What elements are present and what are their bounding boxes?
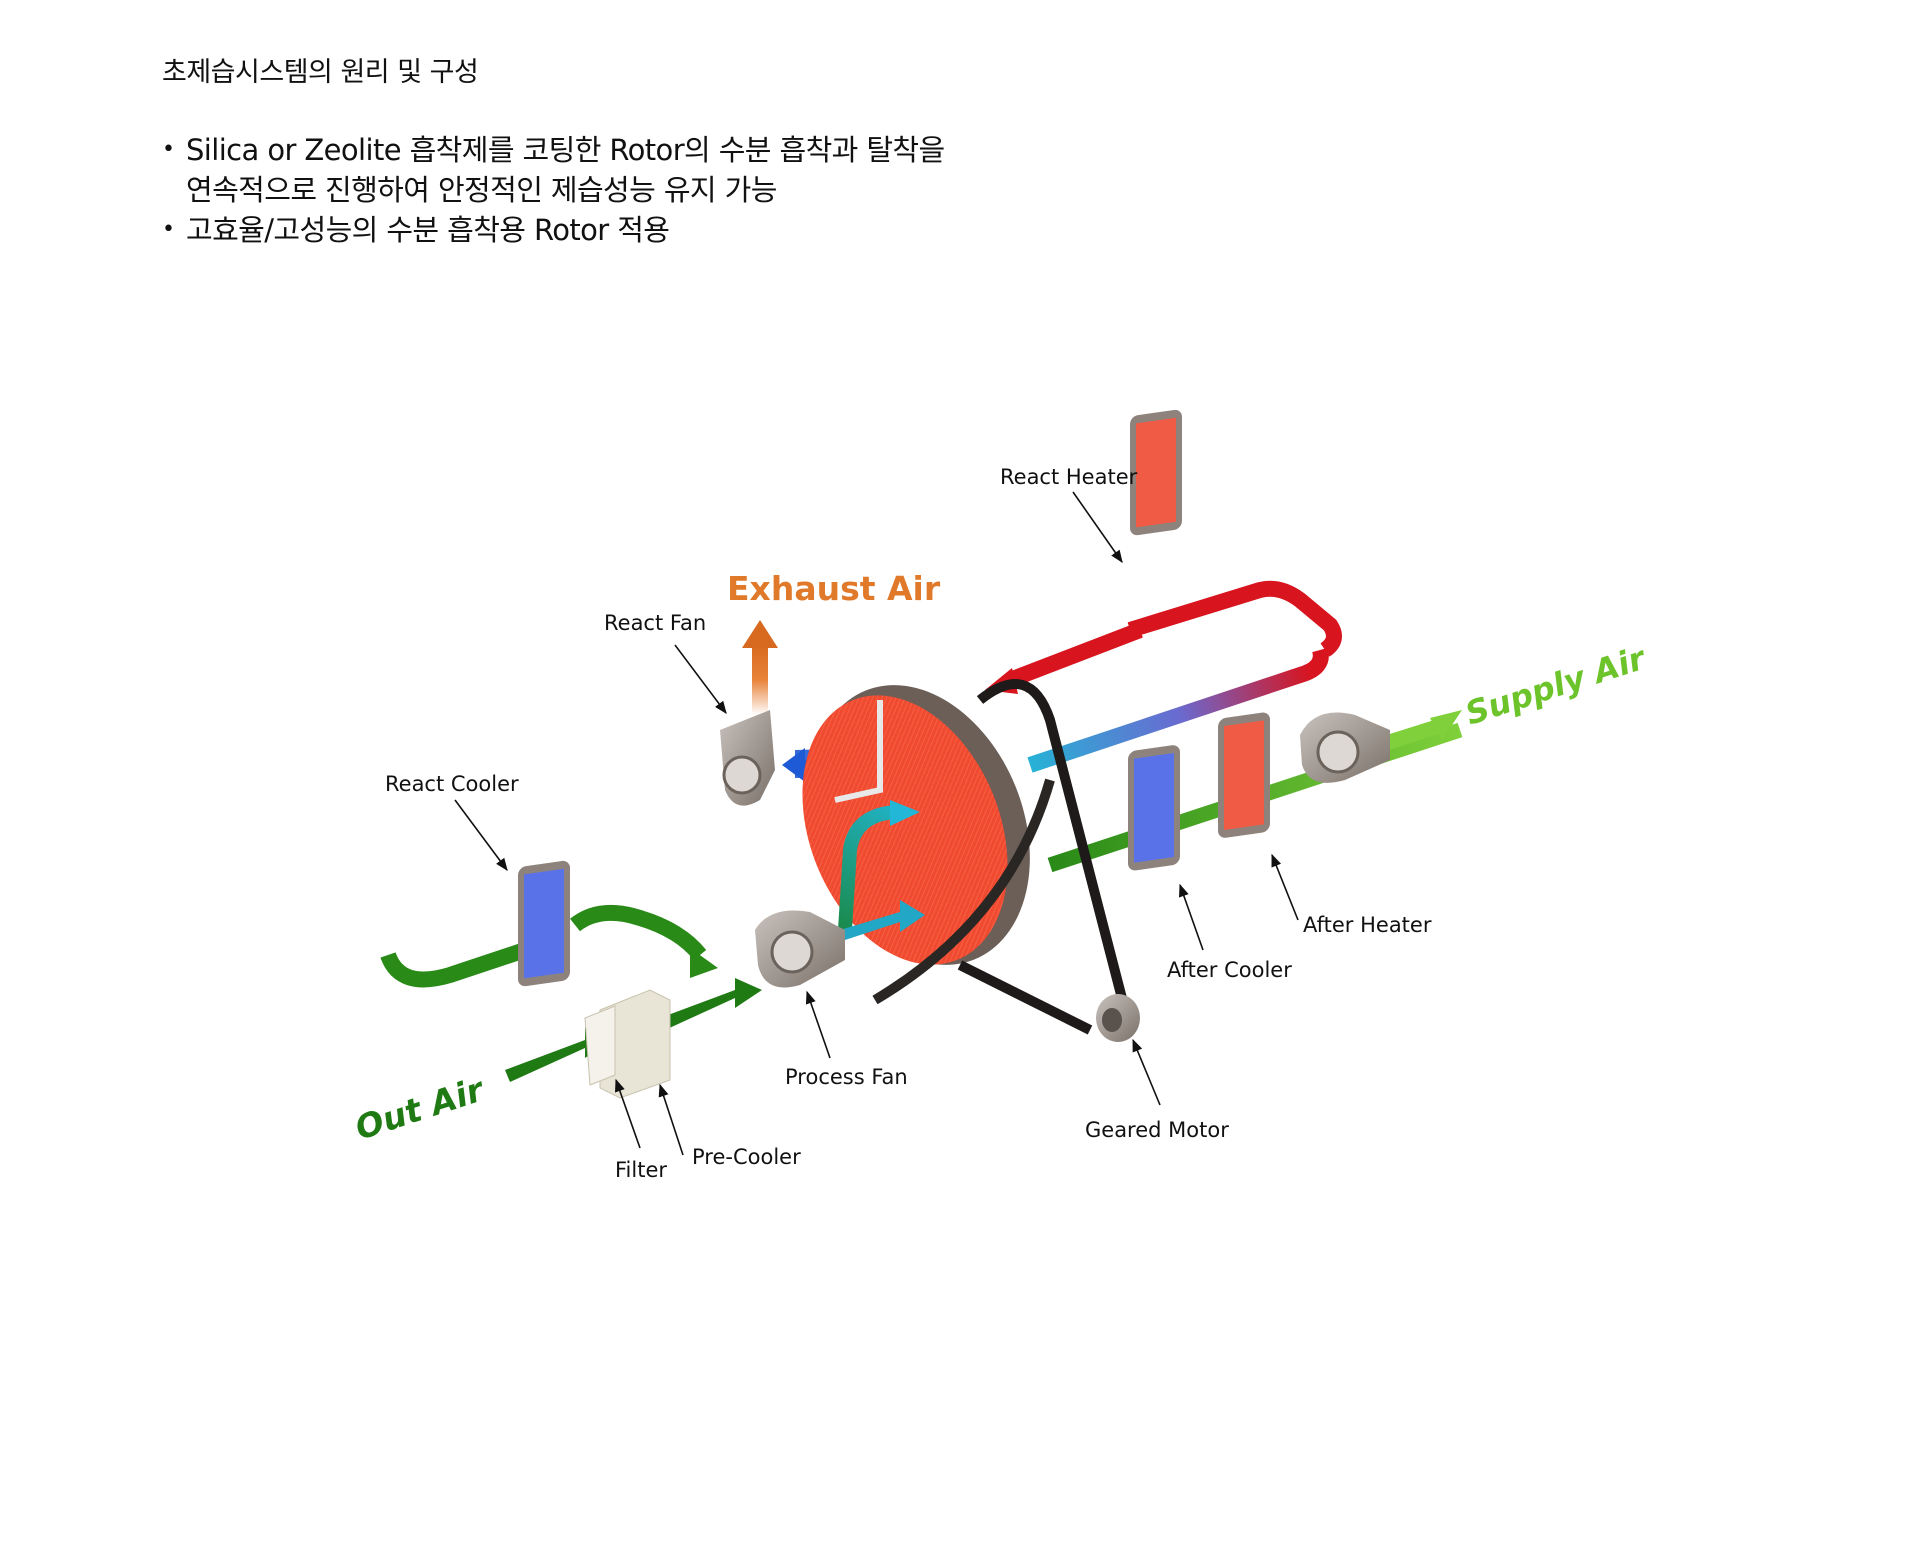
geared-motor [1096, 994, 1140, 1042]
bullet-line: 고효율/고성능의 수분 흡착용 Rotor 적용 [186, 213, 670, 247]
label-react-heater: React Heater [1000, 465, 1138, 489]
label-after-heater: After Heater [1303, 913, 1432, 937]
bullet-dot: • [162, 217, 175, 242]
leader-react-cooler [454, 799, 508, 872]
filter-pre-cooler [584, 989, 671, 1099]
out-air-flow [380, 904, 762, 1082]
leader-react-heater [1072, 491, 1123, 564]
label-process-fan: Process Fan [785, 1065, 908, 1089]
leader-after-heater [1271, 853, 1299, 921]
leader-react-fan [674, 644, 727, 715]
leader-geared-motor [1132, 1038, 1161, 1106]
bullet-item: • Silica or Zeolite 흡착제를 코팅한 Rotor의 수분 흡… [162, 130, 945, 210]
leader-filter [615, 1078, 641, 1149]
label-react-fan: React Fan [604, 611, 706, 635]
process-flow [838, 800, 925, 940]
bullet-line: 연속적으로 진행하여 안정적인 제습성능 유지 가능 [186, 173, 777, 207]
label-filter: Filter [615, 1158, 667, 1182]
process-fan [755, 910, 845, 988]
bullet-line: Silica or Zeolite 흡착제를 코팅한 Rotor의 수분 흡착과… [186, 133, 945, 167]
label-out-air: Out Air [350, 1069, 489, 1147]
react-heater-coil [1130, 409, 1182, 536]
label-exhaust-air: Exhaust Air [727, 569, 941, 608]
leader-after-cooler [1179, 883, 1204, 951]
react-cooler-coil [518, 860, 570, 987]
exhaust-flow [742, 620, 778, 715]
react-fan [720, 710, 775, 806]
label-supply-air: Supply Air [1461, 638, 1652, 732]
after-heater-coil [1218, 712, 1270, 838]
page-title: 초제습시스템의 원리 및 구성 [162, 57, 479, 88]
leader-lines [454, 491, 1299, 1156]
bullet-dot: • [162, 137, 175, 162]
label-react-cooler: React Cooler [385, 772, 519, 796]
supply-fan [1300, 712, 1390, 783]
label-pre-cooler: Pre-Cooler [692, 1145, 801, 1169]
description-list: • Silica or Zeolite 흡착제를 코팅한 Rotor의 수분 흡… [162, 130, 945, 250]
after-cooler-coil [1128, 745, 1180, 871]
react-heat-loop [985, 580, 1342, 773]
bullet-item: • 고효율/고성능의 수분 흡착용 Rotor 적용 [162, 210, 945, 250]
leader-pre-cooler [658, 1083, 684, 1156]
drive-belt [957, 679, 1130, 1035]
leader-process-fan [805, 990, 831, 1059]
label-after-cooler: After Cooler [1167, 958, 1292, 982]
label-geared-motor: Geared Motor [1085, 1118, 1229, 1142]
